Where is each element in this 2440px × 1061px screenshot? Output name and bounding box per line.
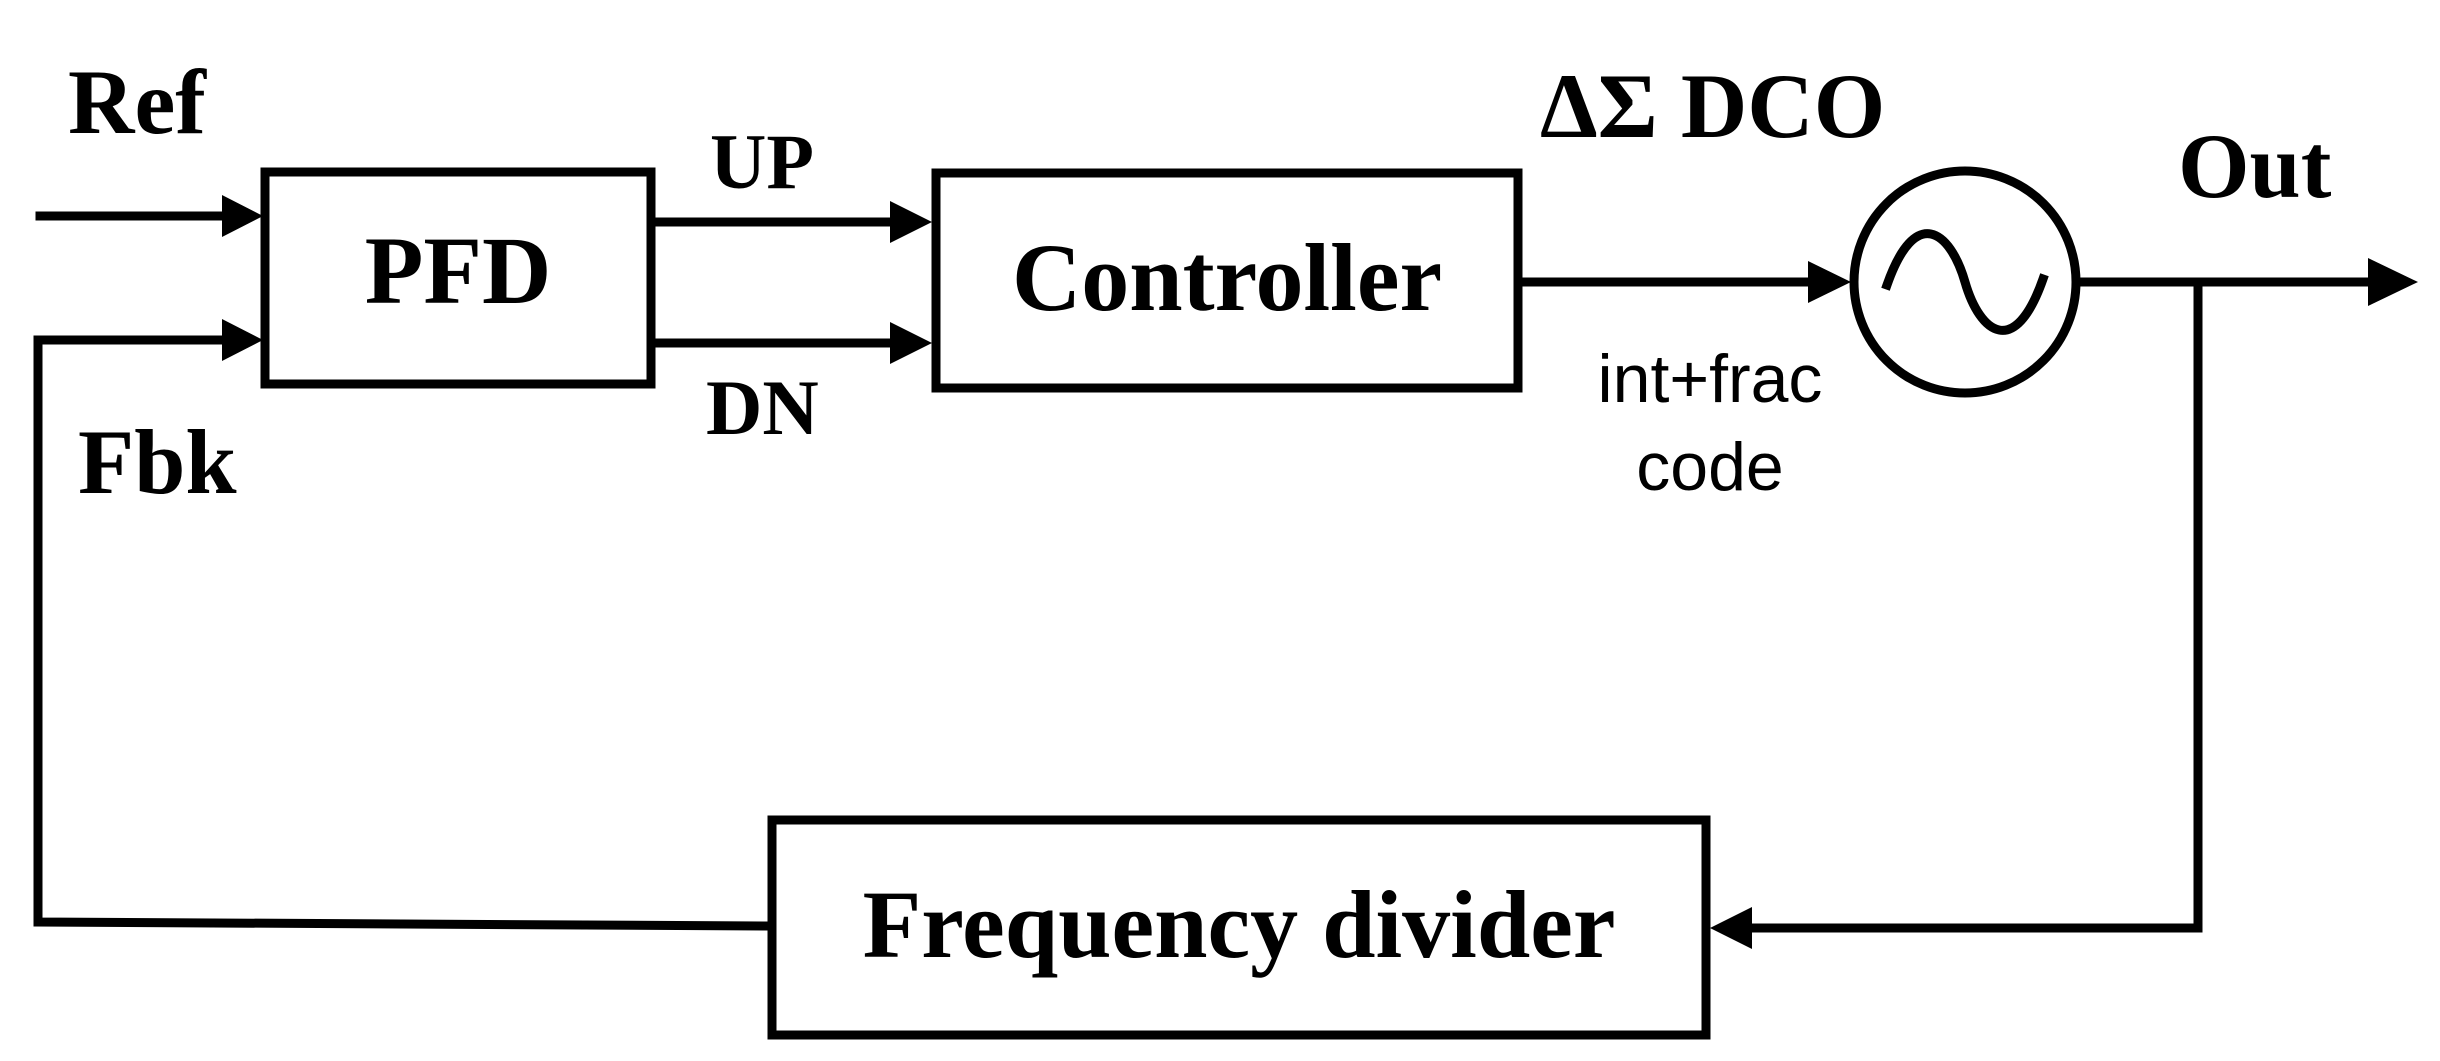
dco-label: ΔΣ DCO — [1540, 55, 1885, 157]
up-wire — [646, 201, 932, 243]
code-label-line2: code — [1636, 429, 1783, 505]
fbk-label: Fbk — [78, 411, 237, 513]
divider-input-wire — [1710, 277, 2203, 949]
output-wire — [2071, 258, 2418, 306]
frequency-divider-block — [767, 815, 1711, 1040]
up-label: UP — [710, 118, 814, 205]
sine-wave-icon — [1881, 229, 2049, 335]
ref-label: Ref — [68, 51, 207, 153]
pfd-block — [260, 167, 656, 389]
feedback-wire — [33, 319, 773, 931]
ref-input-wire — [35, 195, 263, 237]
dn-wire — [646, 322, 932, 364]
dn-label: DN — [706, 364, 819, 451]
code-wire — [1513, 261, 1851, 303]
frequency-divider-label: Frequency divider — [863, 871, 1616, 978]
controller-label: Controller — [1012, 224, 1442, 331]
out-label: Out — [2178, 115, 2332, 217]
code-label-line1: int+frac — [1598, 341, 1823, 417]
dco-oscillator — [1849, 166, 2081, 398]
pfd-label: PFD — [365, 217, 552, 324]
